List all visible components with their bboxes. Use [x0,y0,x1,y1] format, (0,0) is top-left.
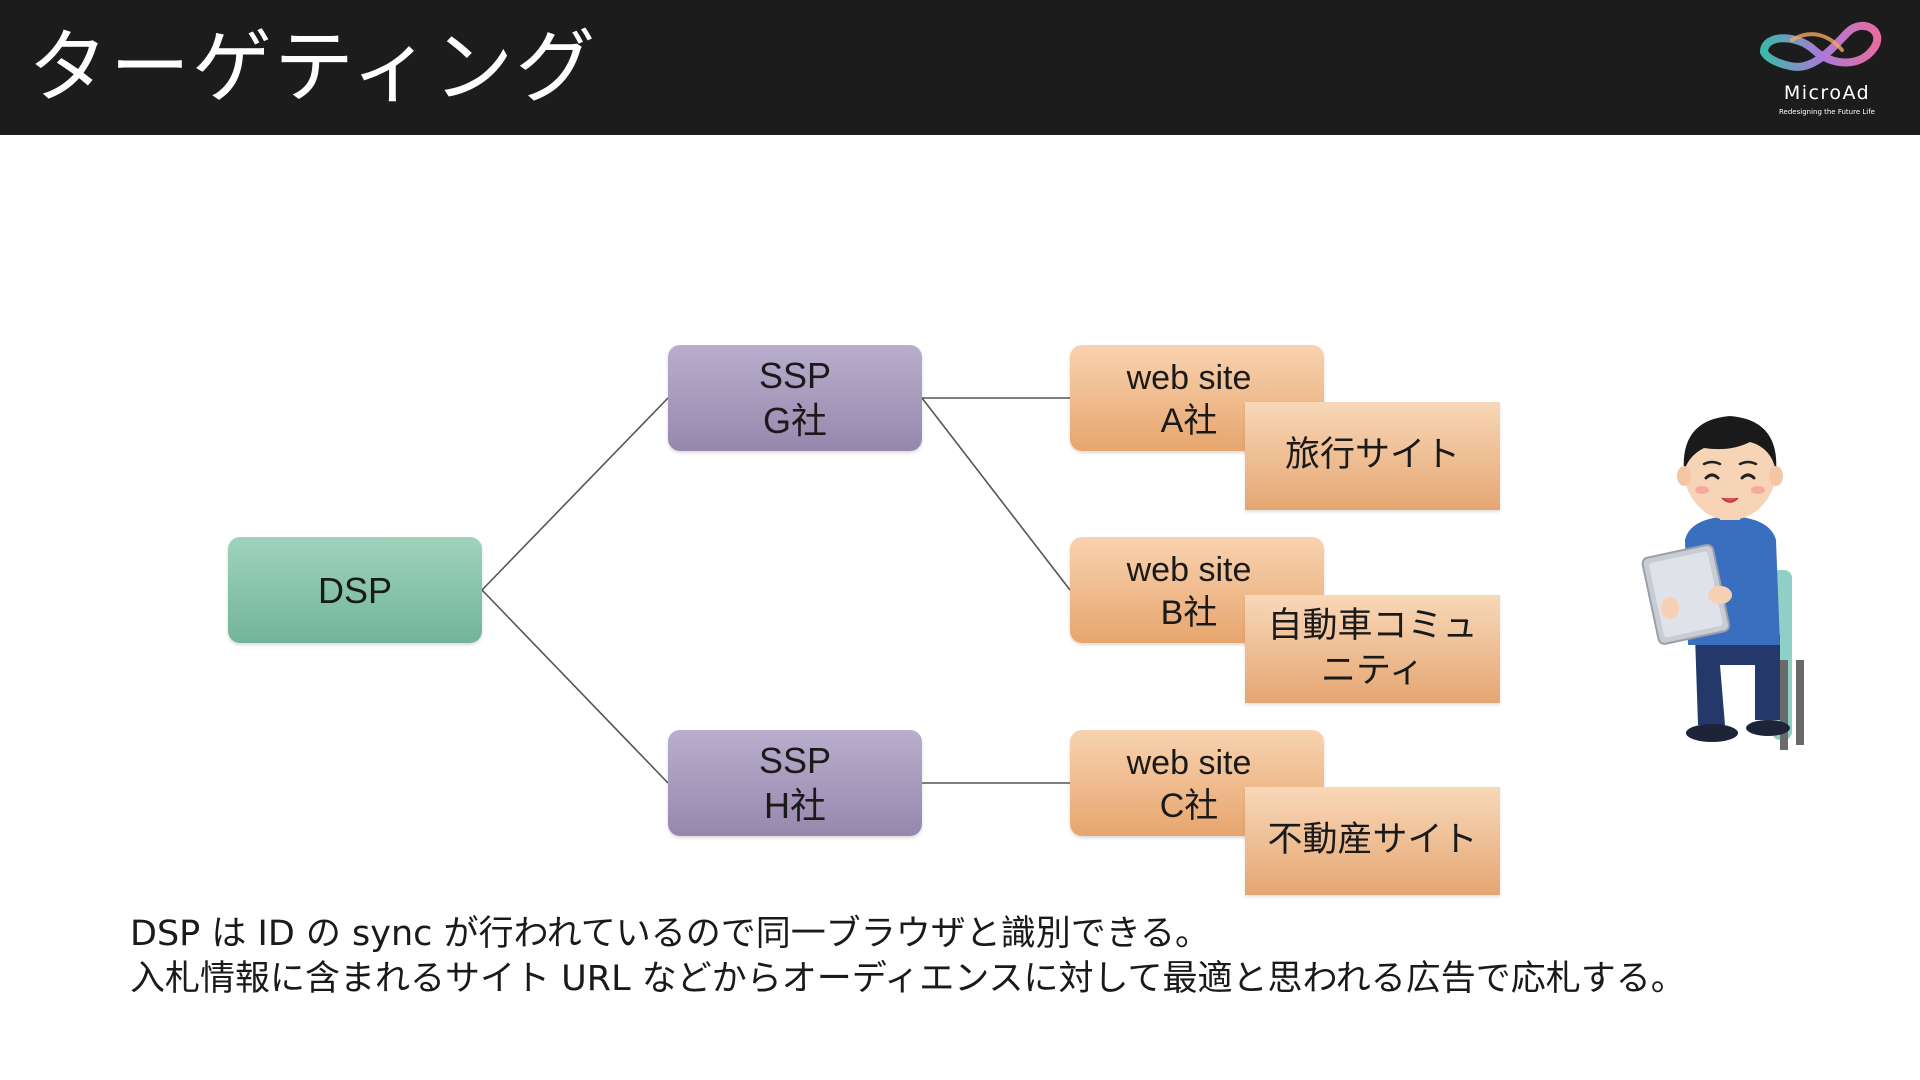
website-node-c: web site C社 [1070,730,1324,836]
dsp-node: DSP [228,537,482,643]
logo-name: MicroAd [1783,82,1871,104]
person-with-tablet-icon [1641,416,1804,750]
website-node-a: web site A社 [1070,345,1324,451]
ssp-node-h: SSP H社 [668,730,922,836]
connector-dsp-ssp-g [481,397,669,591]
ssp-h-line2: H社 [764,785,826,826]
dsp-label: DSP [317,569,393,611]
ssp-node-g: SSP G社 [668,345,922,451]
caption-line-2: 入札情報に含まれるサイト URL などからオーディエンスに対して最適と思われる広… [130,959,1686,999]
microad-infinity-icon [1759,21,1882,71]
site-a-line2: A社 [1160,401,1218,440]
site-c-line1: web site [1126,744,1252,782]
ssp-h-line1: SSP [758,740,832,781]
site-b-line2: B社 [1160,593,1218,632]
site-category-c: 不動産サイト [1245,787,1500,895]
slide-title: ターゲティング [28,21,598,114]
category-b-line2: ニティ [1321,651,1424,691]
caption: DSP は ID の sync が行われているので同一ブラウザと識別できる。 入… [130,912,1890,1002]
connector-dsp-ssp-h [481,589,669,784]
category-c-line1: 不動産サイト [1267,820,1478,861]
slide-header: ターゲティング MicroAd Redesigning the Future L… [0,0,1920,135]
site-a-line1: web site [1126,359,1252,397]
site-category-a: 旅行サイト [1245,402,1500,510]
category-a-line1: 旅行サイト [1284,435,1460,476]
category-b-line1: 自動車コミュ [1267,605,1478,646]
site-c-line2: C社 [1159,786,1219,825]
caption-line-1: DSP は ID の sync が行われているので同一ブラウザと識別できる。 [130,914,1211,954]
ssp-g-line1: SSP [758,355,832,396]
site-category-b: 自動車コミュ ニティ [1245,595,1500,703]
ssp-g-line2: G社 [762,400,827,441]
site-b-line1: web site [1126,551,1252,589]
connector-ssp-g-site-b [921,397,1071,591]
microad-logo: MicroAd Redesigning the Future Life [1752,10,1902,128]
logo-tagline: Redesigning the Future Life [1779,108,1875,116]
